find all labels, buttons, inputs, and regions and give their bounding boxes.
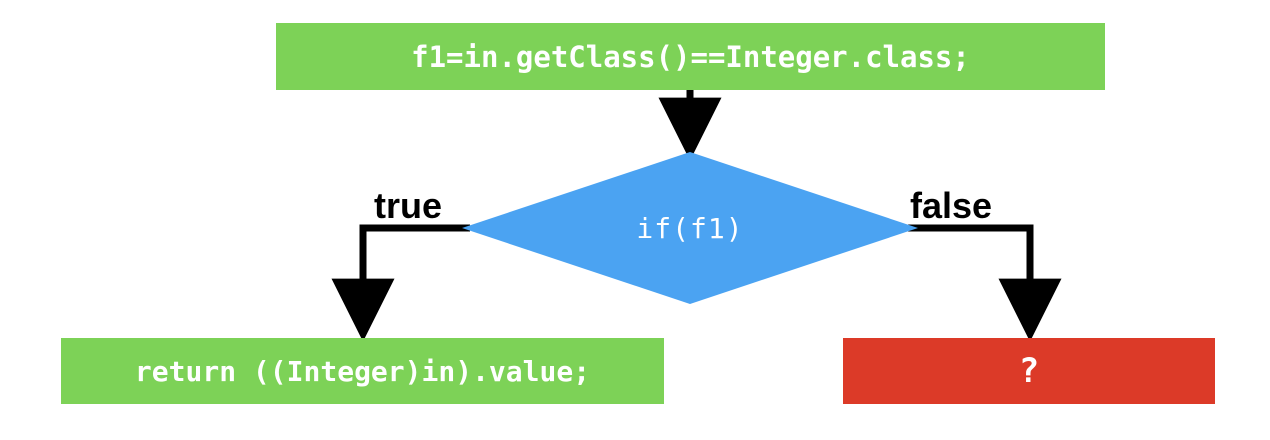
process-node-return-value[interactable]: return ((Integer)in).value;: [61, 338, 664, 404]
process-node-assignment[interactable]: f1=in.getClass()==Integer.class;: [276, 23, 1105, 90]
terminal-node-unknown[interactable]: ?: [843, 338, 1215, 404]
edge-label-true: true: [374, 185, 443, 226]
diamond-shape: [462, 152, 918, 304]
edge-decision-false: [908, 224, 1062, 342]
edge-decision-true: [331, 224, 470, 342]
edge-label-false: false: [910, 185, 993, 226]
decision-node-if[interactable]: if(f1): [462, 152, 918, 304]
